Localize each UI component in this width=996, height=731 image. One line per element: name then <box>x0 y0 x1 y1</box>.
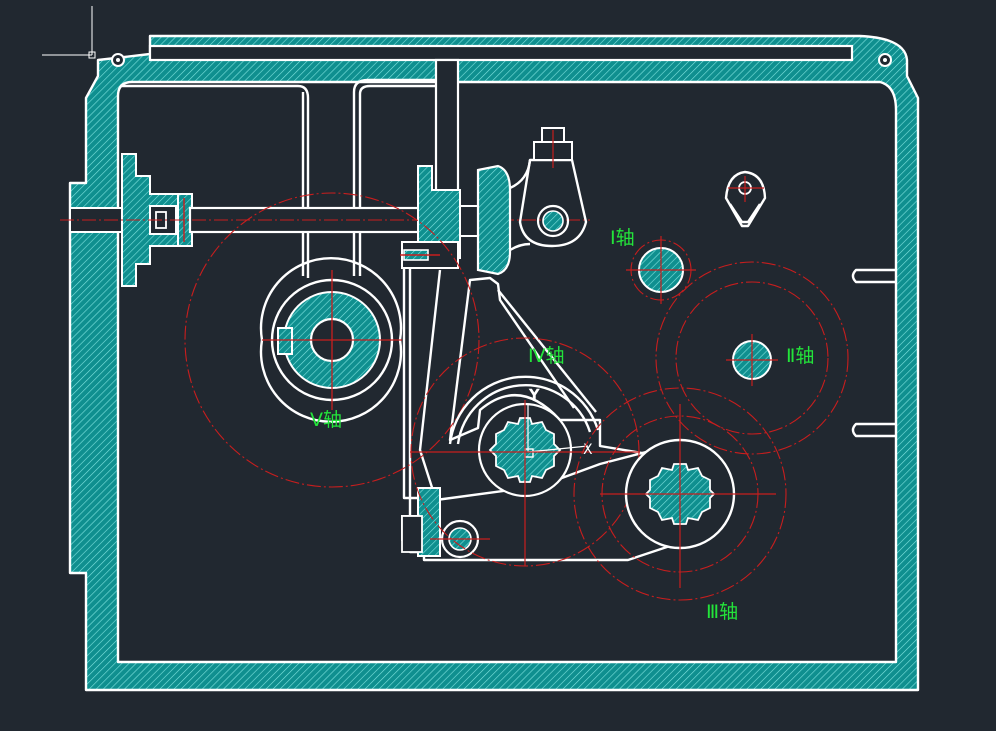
coupling-neck-lower <box>509 242 531 252</box>
shaft-5-label: Ⅴ轴 <box>310 409 342 431</box>
right-slot-upper <box>851 268 896 284</box>
fork-right-edge <box>497 289 597 413</box>
shaft-3-label: Ⅲ轴 <box>706 601 738 623</box>
fork-lower-edge <box>435 450 647 502</box>
housing-inner-outline <box>116 80 898 664</box>
shaft-5-gear-group <box>184 192 480 488</box>
fork-arm-right-outer <box>352 78 436 276</box>
shift-fork-frame <box>120 58 460 278</box>
ucs-x-axis <box>527 445 589 453</box>
shaft-4-label: Ⅳ轴 <box>528 345 565 367</box>
fork-arm-right-inner <box>358 84 436 276</box>
lever-body <box>518 158 588 248</box>
shaft-1-gear-group <box>626 236 696 304</box>
gearbox-housing <box>68 34 920 692</box>
housing-outer-outline <box>68 34 920 692</box>
bolt-hole-right-center <box>883 58 887 62</box>
crosshair-pickbox <box>88 51 96 59</box>
fork-left-rail-inner <box>418 269 442 501</box>
vertical-rod <box>434 58 460 198</box>
cad-cursor-crosshair <box>42 6 96 59</box>
lever-pivot-pin <box>542 210 564 232</box>
indicator-v-notch <box>729 203 761 224</box>
shaft-4-hub-arc-outer <box>448 375 600 445</box>
ucs-x-label: X <box>583 442 593 458</box>
horizontal-shaft-assembly <box>60 153 590 287</box>
ucs-y-label: Y <box>529 388 539 404</box>
top-cover-rail <box>148 44 854 62</box>
indicator-body <box>724 170 767 228</box>
coupling-flange <box>476 164 512 276</box>
shaft-3-pitch-circle-outer <box>573 387 787 601</box>
shaft-1-label: Ⅰ轴 <box>610 227 635 249</box>
shaft-2-label: Ⅱ轴 <box>786 345 814 367</box>
lever-arm <box>518 127 588 248</box>
shaft-5-pitch-circle <box>184 192 480 488</box>
shaft-5-key <box>277 327 293 355</box>
sliding-fork-body <box>401 268 714 562</box>
shaft-4-gear-group: Y X <box>410 337 640 567</box>
fork-arm-left-outer <box>120 84 310 278</box>
right-slot-lower <box>851 422 896 438</box>
indicator-detent <box>724 170 767 228</box>
fork-left-rail-outer <box>402 268 420 500</box>
fork-lower-pin-bore <box>401 515 423 553</box>
shaft-2-gear-group <box>655 261 849 455</box>
shaft-3-gear-group <box>573 387 787 601</box>
bolt-hole-left-center <box>116 58 120 62</box>
shaft-4-hub-arc-inner <box>456 384 592 445</box>
shaft-2-pitch-circle-inner <box>675 281 829 435</box>
shaft-2-pitch-circle-outer <box>655 261 849 455</box>
lever-pivot-ring <box>536 204 570 238</box>
